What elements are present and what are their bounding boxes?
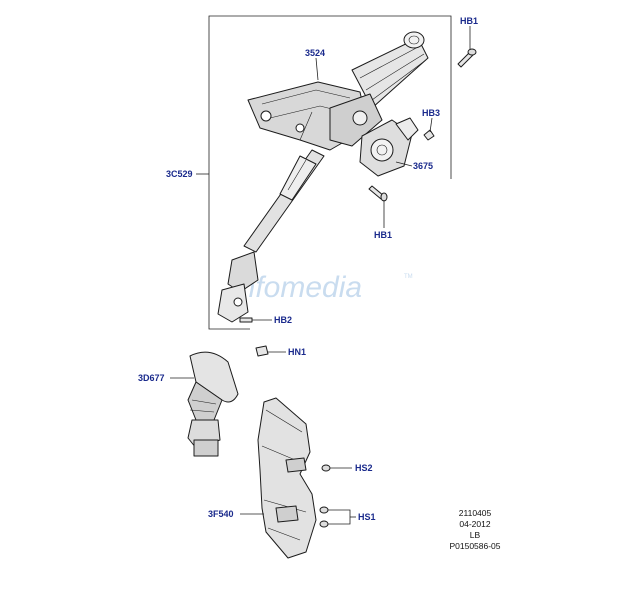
callout-hs2: HS2 [355,463,373,473]
watermark: infomedia TM [232,271,413,304]
reference-block: 2110405 04-2012 LB P0150586-05 [449,508,500,551]
callout-hb2: HB2 [274,315,292,325]
callout-3f540: 3F540 [208,509,234,519]
ref-illustration-number: P0150586-05 [449,541,500,551]
leader-hs1-bracket [328,509,351,525]
screws-hs1 [319,506,329,528]
bolt-hb1-bottom [368,185,388,202]
watermark-tm: TM [404,274,413,280]
ignition-lock-housing-3675 [359,117,419,177]
callout-hb1-top: HB1 [460,16,478,26]
screw-hs2 [321,464,331,472]
ref-market: LB [470,530,481,540]
leader-3675 [395,161,413,167]
callout-hs1: HS1 [358,512,376,522]
steering-column-3524 [217,31,429,323]
ref-code: 2110405 [459,508,492,518]
leader-3524 [315,57,319,81]
callout-3524: 3524 [305,48,325,58]
callout-3c529: 3C529 [166,169,193,179]
callout-3d677: 3D677 [138,373,165,383]
nut-hn1 [255,345,269,357]
bolt-hb2 [239,317,253,323]
ref-date: 04-2012 [459,519,490,529]
bolt-hb1-top [457,48,477,68]
callout-hb3: HB3 [422,108,440,118]
lower-shroud-3f540 [257,397,317,559]
steering-boot-3d677 [187,351,239,457]
bolt-hb3 [423,129,435,141]
group-bracket-3c529 [208,15,452,330]
callout-3675: 3675 [413,161,433,171]
callout-hn1: HN1 [288,347,306,357]
callout-hb1-bottom: HB1 [374,230,392,240]
leader-hb3 [429,117,433,133]
